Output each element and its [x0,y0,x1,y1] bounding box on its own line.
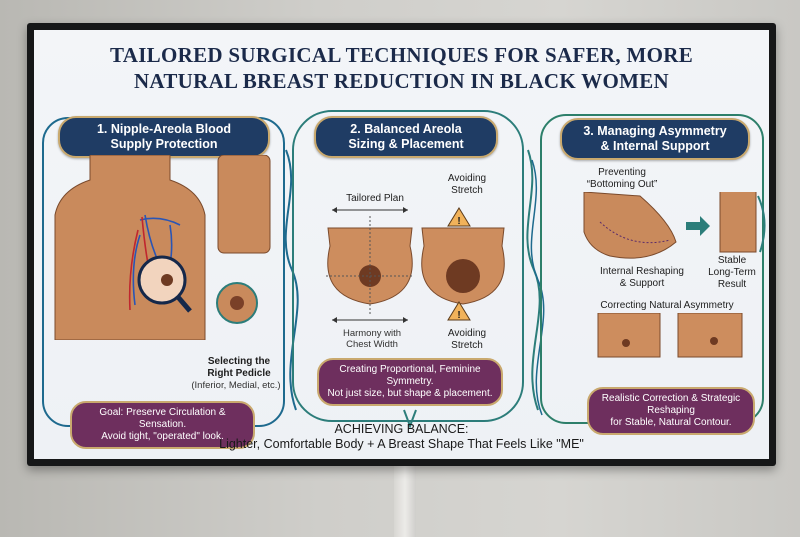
panel-3-header: 3. Managing Asymmetry & Internal Support [560,118,750,160]
stable-result-label: Stable Long-Term Result [702,255,762,291]
avoiding-stretch-bottom-label: Avoiding Stretch [432,328,502,352]
title-line-2: Natural Breast Reduction in Black Women [133,69,670,93]
correcting-asymmetry-label: Correcting Natural Asymmetry [600,300,734,311]
page-title: Tailored Surgical Techniques for Safer, … [34,42,769,94]
panel-1-goal-line-2: Avoid tight, "operated" look. [101,431,224,442]
anatomy-illustration-panel-1 [54,155,271,340]
panel-1-goal: Goal: Preserve Circulation & Sensation. … [70,401,255,449]
pedicle-callout: Selecting the Right Pedicle [194,356,284,380]
panel-2-header: 2. Balanced Areola Sizing & Placement [314,116,498,158]
panel-2-header-line-1: 2. Balanced Areola [350,122,462,136]
harmony-line-1: Harmony with [342,328,402,339]
tv-display-frame: Tailored Surgical Techniques for Safer, … [27,23,776,466]
panel-2-header-line-2: Sizing & Placement [348,137,464,151]
harmony-label: Harmony with Chest Width [330,328,414,350]
wall-cable [394,462,416,537]
panel-2-goal-line-2: Not just size, but shape & placement. [327,388,493,399]
panel-1-header: 1. Nipple-Areola Blood Supply Protection [58,116,270,158]
panel-3-goal-line-2: for Stable, Natural Contour. [610,417,732,428]
areola-diagrams: ! ! [326,207,505,323]
panel-3-header-line-1: 3. Managing Asymmetry [583,124,727,138]
pedicle-options-note: (Inferior, Medial, etc.) [191,380,281,391]
panel-2-goal: Creating Proportional, Feminine Symmetry… [317,358,503,406]
preventing-bottoming-label: Preventing “Bottoming Out” [574,167,670,191]
panel-2-goal-line-1: Creating Proportional, Feminine Symmetry… [339,364,481,387]
avoiding-stretch-bottom-line-2: Stretch [451,340,483,351]
stable-line-1: Stable [717,255,747,266]
harmony-line-2: Chest Width [346,339,398,350]
title-line-1: Tailored Surgical Techniques for Safer, … [109,43,694,67]
svg-text:!: ! [457,310,460,321]
internal-line-1: Internal Reshaping [600,266,684,277]
stable-line-2: Long-Term [708,267,756,278]
avoiding-stretch-bottom-line-1: Avoiding [447,328,487,339]
panel-1-goal-line-1: Goal: Preserve Circulation & Sensation. [99,407,226,430]
preventing-line-2: “Bottoming Out” [586,179,658,190]
panel-1-header-line-2: Supply Protection [110,137,218,151]
svg-text:!: ! [457,216,460,227]
panel-1-header-line-1: 1. Nipple-Areola Blood [96,122,232,136]
avoiding-stretch-top-label: Avoiding Stretch [432,173,502,197]
support-diagrams [583,192,766,259]
panel-3-goal: Realistic Correction & Strategic Reshapi… [587,387,755,435]
pedicle-callout-line-1: Selecting the [207,356,271,367]
infographic-screen: Tailored Surgical Techniques for Safer, … [34,30,769,459]
avoiding-stretch-top-line-1: Avoiding [447,173,487,184]
pedicle-callout-line-2: Right Pedicle [207,368,271,379]
footer-summary: Lighter, Comfortable Body + A Breast Sha… [219,437,584,451]
panel-3-goal-line-1: Realistic Correction & Strategic Reshapi… [601,393,741,416]
panel-areola-sizing [292,110,524,422]
asymmetry-diagrams [597,313,743,358]
tailored-plan-label: Tailored Plan [346,193,404,204]
internal-reshaping-label: Internal Reshaping & Support [594,266,690,290]
preventing-line-1: Preventing [598,167,646,178]
avoiding-stretch-top-line-2: Stretch [451,185,483,196]
footer-heading: ACHIEVING BALANCE: [334,422,469,436]
internal-line-2: & Support [619,278,665,289]
panel-3-header-line-2: & Internal Support [600,139,710,153]
stable-line-3: Result [717,279,747,290]
